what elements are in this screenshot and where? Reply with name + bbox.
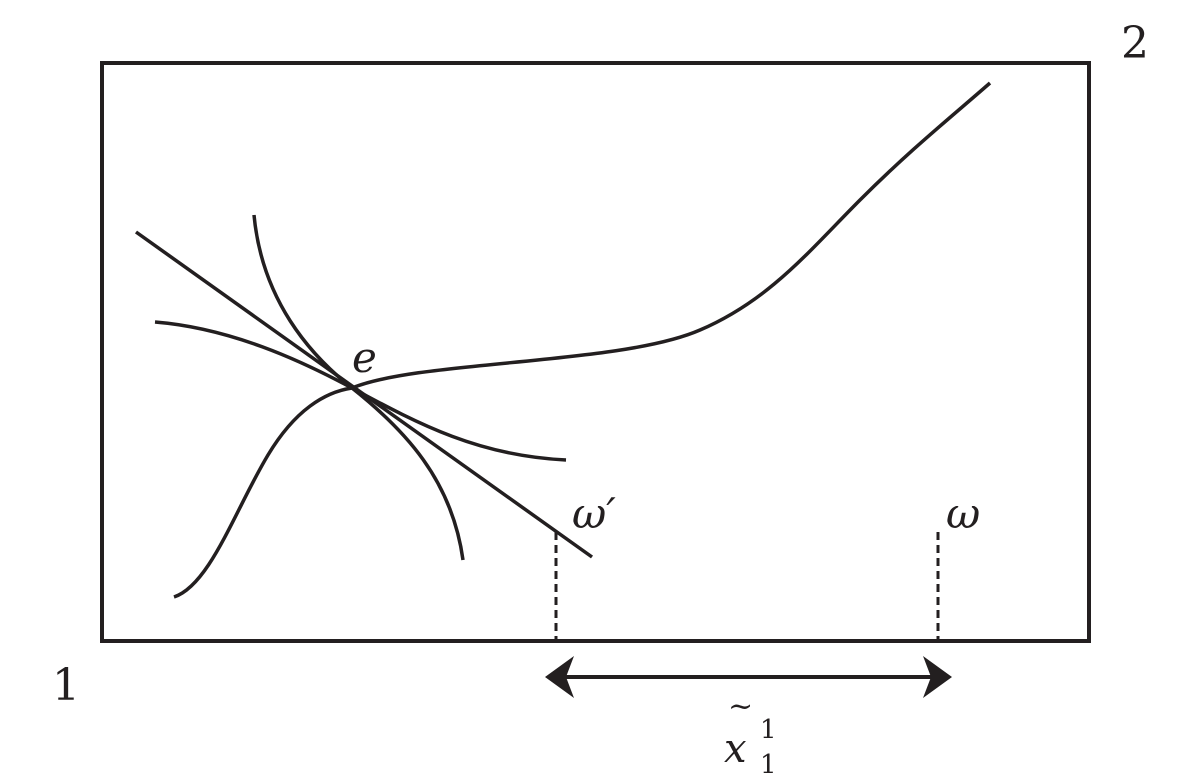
arrow-left-head — [545, 656, 574, 698]
omega-label: ω — [946, 489, 980, 538]
origin-2-label: 2 — [1121, 18, 1149, 69]
offer-curve — [173, 81, 992, 599]
indifference-curve-consumer-1 — [252, 214, 465, 561]
x-variable: x — [724, 726, 747, 772]
omega-prime-label: ω′ — [572, 489, 616, 538]
tilde-mark: ~ — [728, 689, 753, 724]
x-superscript: 1 — [760, 715, 777, 745]
x-subscript: 1 — [760, 750, 777, 775]
double-arrow — [545, 656, 952, 698]
point-e-label: e — [352, 333, 377, 382]
edgeworth-box — [100, 61, 1091, 643]
origin-1-label: 1 — [52, 660, 80, 711]
arrow-right-head — [923, 656, 952, 698]
